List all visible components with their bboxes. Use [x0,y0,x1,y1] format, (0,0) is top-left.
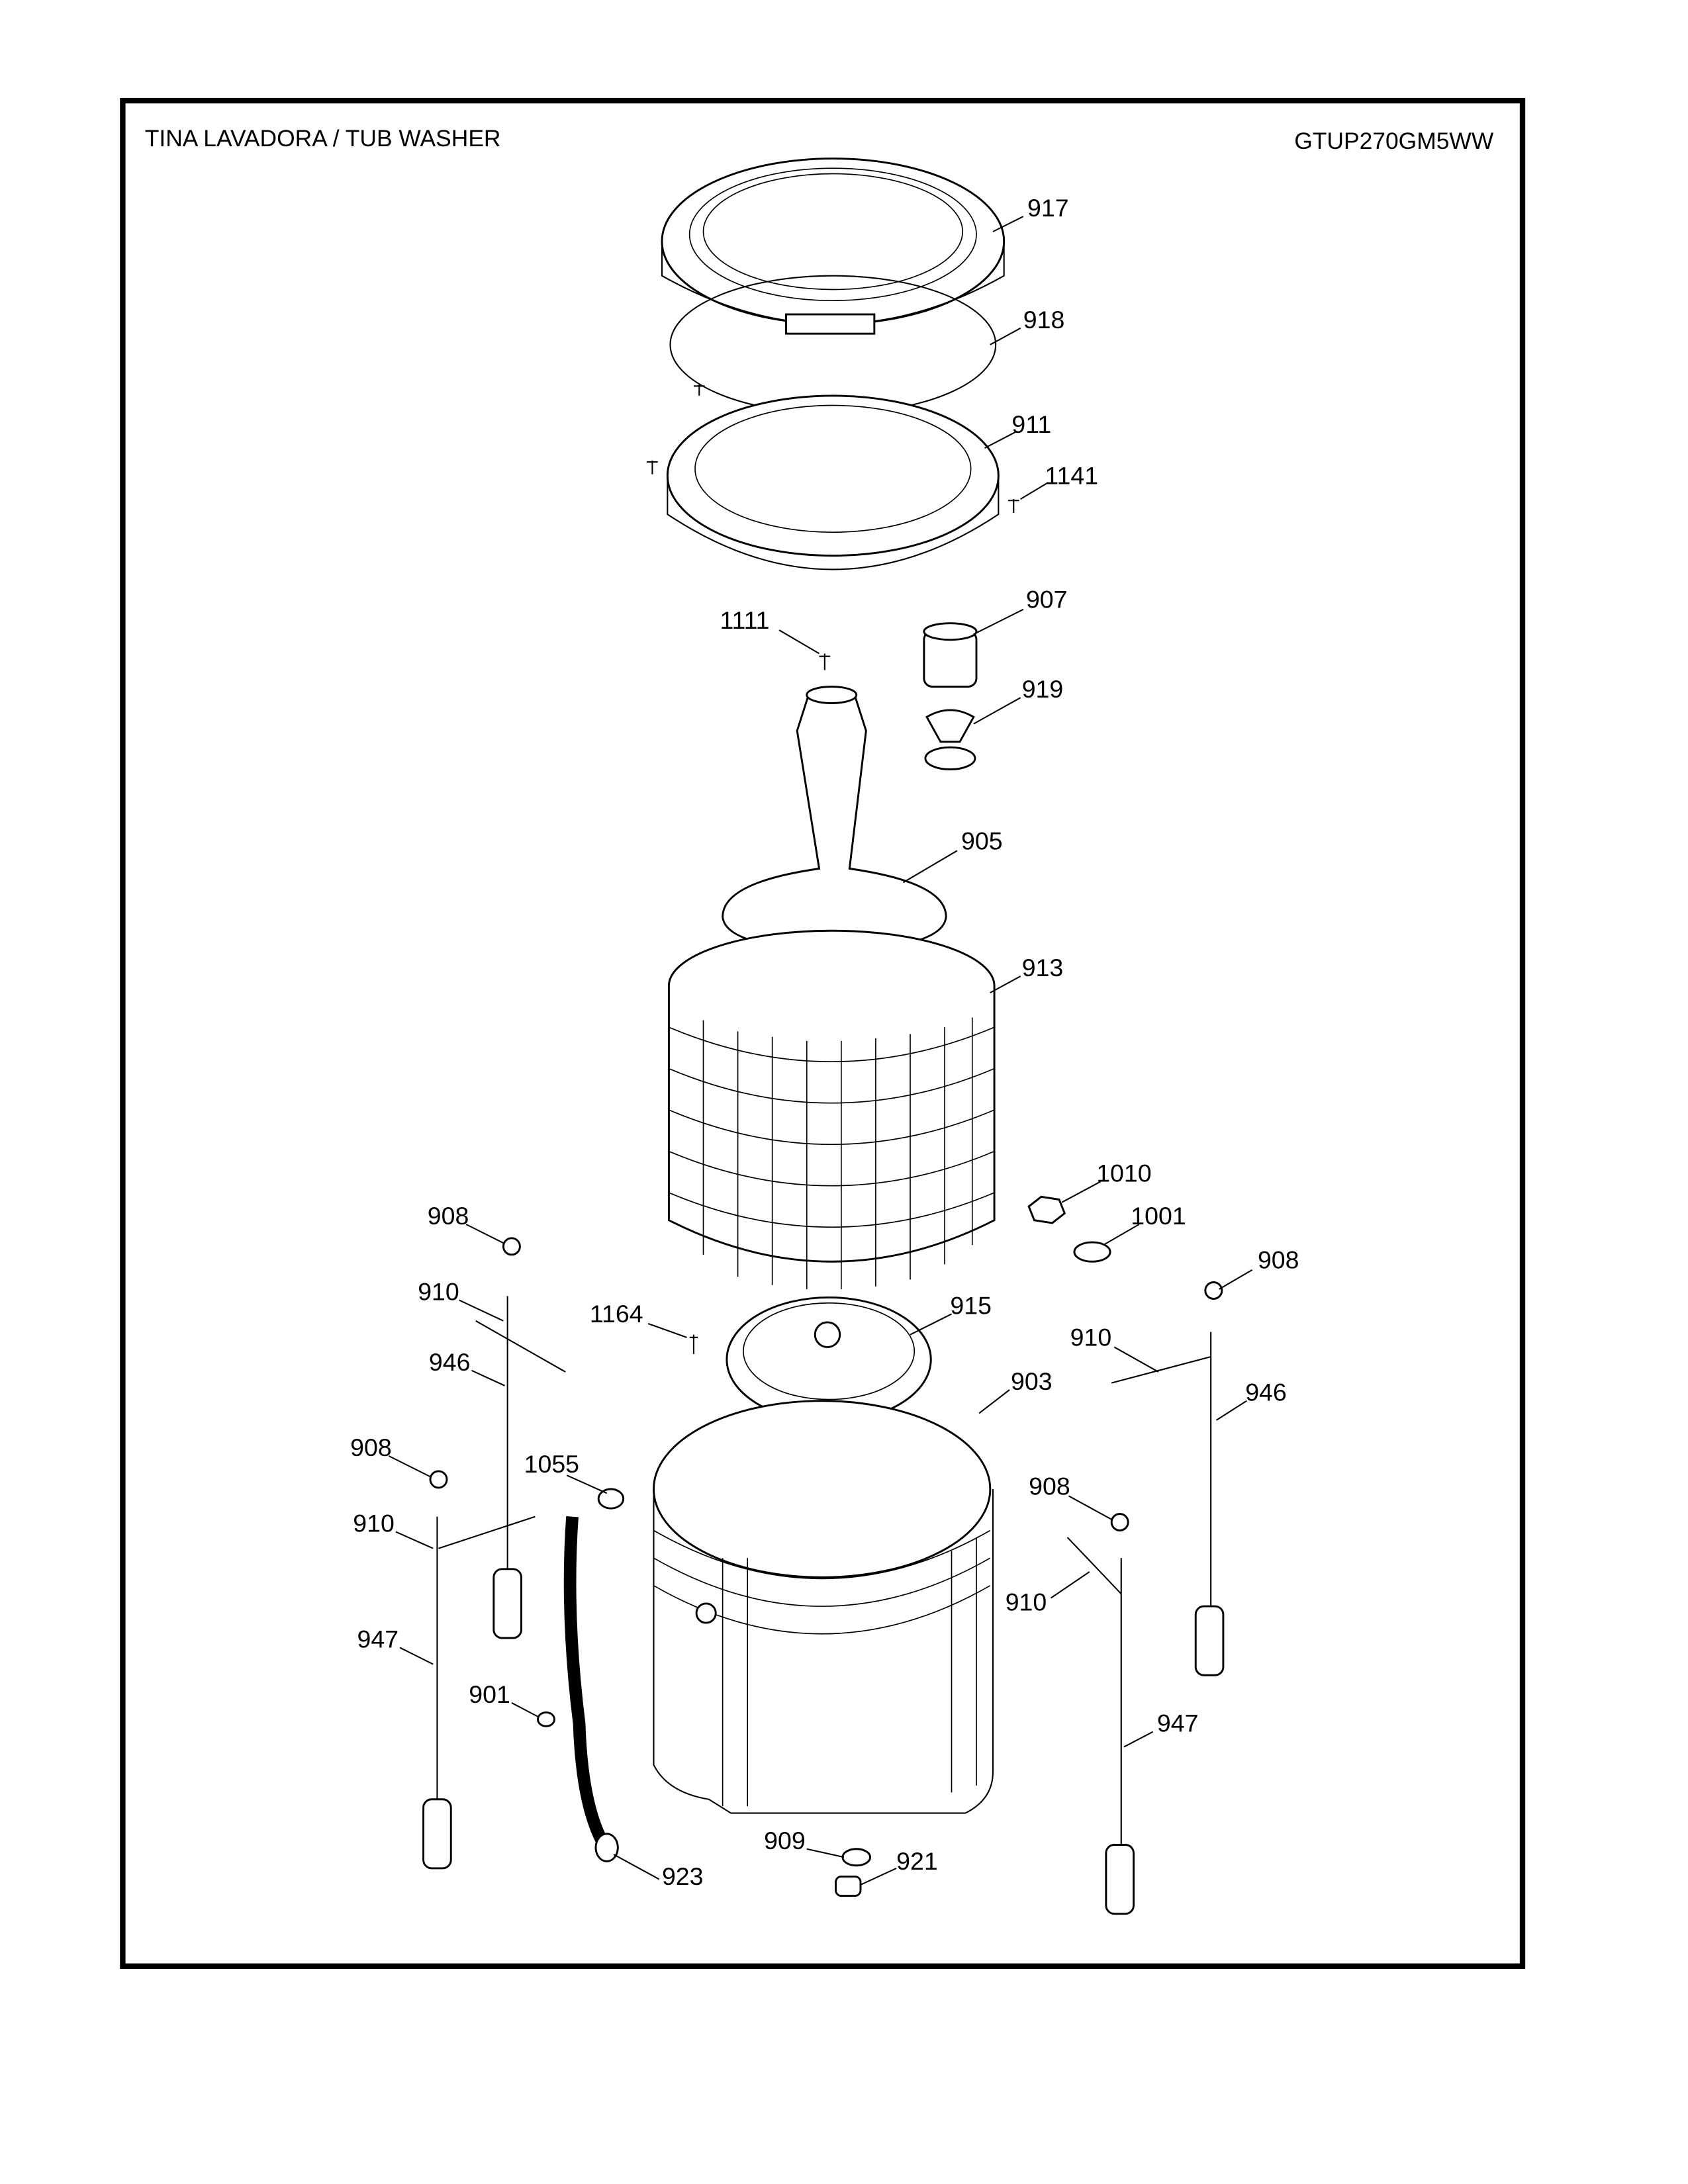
callout-910: 910 [1070,1323,1112,1351]
callout-1111: 1111 [720,606,769,634]
part-1010-nut[interactable] [1027,1195,1066,1224]
part-905-impeller[interactable] [722,686,947,952]
callout-910: 910 [1006,1588,1047,1615]
part-923-drain-hose[interactable] [563,1516,610,1848]
part-1055-clamp[interactable] [597,1488,625,1510]
part-923-hose-end [594,1833,619,1862]
callout-908: 908 [1029,1472,1070,1500]
callout-946: 946 [1245,1379,1287,1406]
callout-907: 907 [1026,586,1068,614]
callout-901: 901 [469,1680,510,1708]
part-903-outer-tub[interactable] [653,1400,994,1814]
callout-918: 918 [1023,306,1065,334]
callout-921: 921 [896,1847,938,1875]
callout-labels: 917 918 911 1141 907 1111 919 905 913 10… [350,194,1299,1890]
callout-947: 947 [1157,1709,1199,1737]
part-1141-screw[interactable] [647,385,1019,513]
model-number: GTUP270GM5WW [1294,128,1494,154]
part-919-dispenser[interactable] [924,709,976,770]
callout-923: 923 [662,1862,704,1890]
callout-917: 917 [1027,194,1069,222]
part-909-seal[interactable] [841,1848,872,1867]
part-917-tub-cover[interactable] [661,158,1006,335]
part-908-pivot[interactable] [429,1470,448,1489]
callout-919: 919 [1022,675,1064,703]
callout-908: 908 [428,1202,469,1230]
callout-947: 947 [357,1625,399,1653]
leader-lines [389,216,1253,1886]
suspension-rod-right-rear[interactable] [1111,1332,1225,1676]
part-913-basket[interactable] [667,929,996,1289]
part-921-foot[interactable] [835,1875,862,1897]
diagram-frame [120,97,1526,1969]
callout-1164: 1164 [590,1300,643,1328]
part-1001-washer[interactable] [1073,1241,1111,1263]
part-1164-screw[interactable] [689,1334,698,1354]
suspension-rod-left-front[interactable] [422,1516,536,1870]
callout-909: 909 [764,1827,806,1854]
part-908-pivot[interactable] [1204,1281,1223,1300]
suspension-rod-right-front[interactable] [1066,1537,1135,1915]
callout-908: 908 [350,1433,392,1461]
callout-910: 910 [353,1510,395,1537]
part-908-pivot[interactable] [1110,1513,1129,1531]
part-908-pivot[interactable] [502,1237,521,1256]
callout-911: 911 [1011,410,1051,438]
callout-1141: 1141 [1045,461,1098,489]
callout-946: 946 [429,1348,471,1376]
part-1111-screw[interactable] [819,653,831,670]
diagram-title: TINA LAVADORA / TUB WASHER [145,125,501,152]
callout-910: 910 [418,1278,459,1306]
part-901-clamp[interactable] [537,1711,555,1727]
callout-908: 908 [1258,1246,1299,1274]
callout-915: 915 [950,1291,992,1319]
callout-1055: 1055 [524,1450,579,1478]
callout-913: 913 [1022,954,1064,981]
callout-903: 903 [1011,1367,1053,1395]
part-915-tub-bottom[interactable] [726,1296,932,1423]
callout-1010: 1010 [1096,1159,1151,1187]
callout-1001: 1001 [1131,1202,1186,1230]
part-911-tub-ring[interactable] [666,394,1000,570]
callout-905: 905 [961,827,1003,854]
part-907-cap[interactable] [923,622,978,688]
